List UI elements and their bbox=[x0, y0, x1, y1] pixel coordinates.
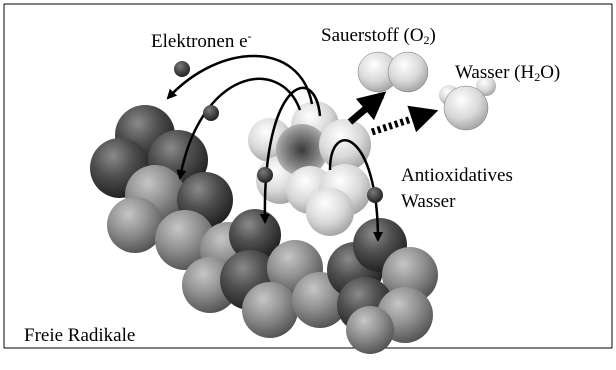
electron bbox=[257, 167, 273, 183]
electrons bbox=[174, 61, 383, 203]
water-sphere bbox=[306, 188, 354, 236]
radical-sphere bbox=[155, 210, 215, 270]
oxygen-molecule bbox=[357, 51, 429, 93]
water-label-sub: 2 bbox=[534, 70, 541, 84]
water-sphere bbox=[319, 119, 371, 171]
electron-arrow bbox=[166, 54, 314, 105]
oxygen-label-post: ) bbox=[429, 25, 436, 46]
oxygen-release-arrow bbox=[347, 91, 387, 125]
water-sphere bbox=[276, 124, 328, 176]
water-molecule bbox=[439, 76, 496, 131]
oxygen-atom bbox=[387, 51, 429, 93]
electron-arrow bbox=[328, 139, 383, 242]
free-radical-cluster bbox=[90, 105, 438, 354]
water-label: Wasser (H2O) bbox=[455, 62, 560, 84]
electron bbox=[174, 61, 190, 77]
electrons-label-charge: - bbox=[247, 29, 252, 43]
oxygen-label-sub: 2 bbox=[423, 33, 430, 47]
radical-sphere bbox=[242, 282, 298, 338]
electrons-label: Elektronen e- bbox=[151, 29, 252, 53]
hydrogen-atom bbox=[476, 76, 496, 96]
oxygen-atom bbox=[443, 85, 489, 131]
antioxidative-label-line1: Antioxidatives bbox=[401, 165, 513, 186]
electron bbox=[367, 187, 383, 203]
oxygen-label: Sauerstoff (O2) bbox=[321, 25, 436, 47]
free-radicals-label: Freie Radikale bbox=[24, 325, 136, 346]
product-arrows bbox=[347, 91, 439, 136]
radical-sphere bbox=[107, 197, 163, 253]
water-release-arrow bbox=[370, 105, 439, 136]
electrons-label-text: Elektronen e bbox=[151, 31, 248, 52]
radical-sphere bbox=[346, 306, 394, 354]
electron-arrow bbox=[176, 77, 302, 180]
electron bbox=[203, 105, 219, 121]
oxygen-label-pre: Sauerstoff (O bbox=[321, 25, 424, 46]
water-label-pre: Wasser (H bbox=[455, 62, 535, 83]
water-label-post: O) bbox=[540, 62, 561, 83]
frame bbox=[3, 3, 613, 349]
antioxidative-label-line2: Wasser bbox=[401, 191, 456, 212]
